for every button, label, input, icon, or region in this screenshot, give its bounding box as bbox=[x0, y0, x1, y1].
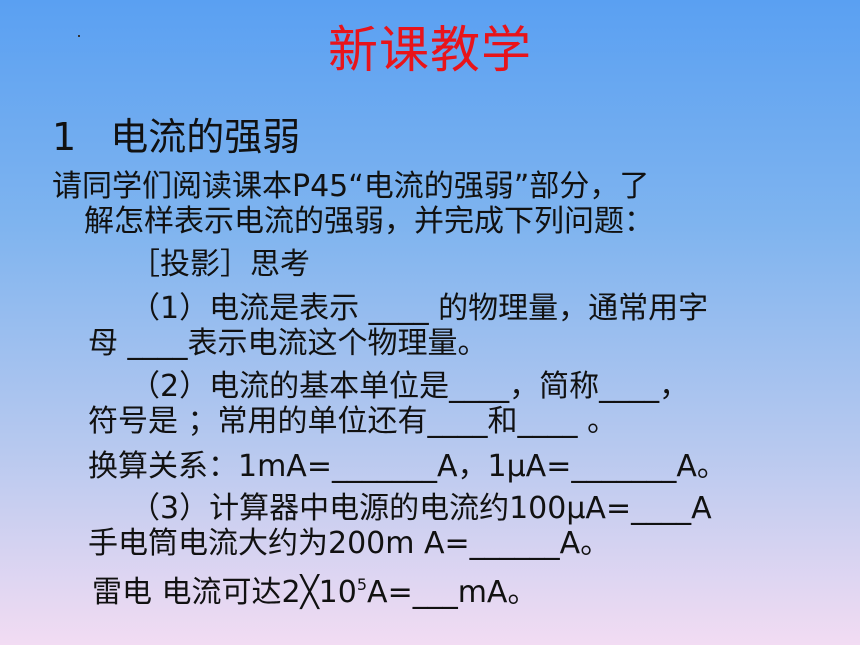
section-heading: 1 电流的强弱 bbox=[52, 112, 300, 162]
question-1-line-2: 母 ____表示电流这个物理量。 bbox=[88, 326, 488, 361]
question-2-line-2: 符号是 ；常用的单位还有____和____ 。 bbox=[88, 404, 618, 439]
question-3-line-1: （3）计算器中电源的电流约100μA=____A bbox=[130, 491, 712, 526]
section-number: 1 bbox=[52, 115, 77, 159]
slide-title: 新课教学 bbox=[328, 21, 532, 79]
intro-line-2: 解怎样表示电流的强弱，并完成下列问题： bbox=[84, 204, 654, 239]
section-title: 电流的强弱 bbox=[110, 115, 301, 159]
lightning-prefix: 雷电 电流可达2╳10 bbox=[92, 575, 357, 610]
lightning-line: 雷电 电流可达2╳105A=___mA。 bbox=[92, 566, 537, 612]
intro-line-1: 请同学们阅读课本P45“电流的强弱”部分，了 bbox=[52, 169, 650, 204]
question-1-line-1: （1）电流是表示 ____ 的物理量，通常用字 bbox=[130, 291, 709, 326]
lightning-suffix: A=___mA。 bbox=[367, 575, 538, 610]
projection-label: ［投影］思考 bbox=[130, 247, 310, 282]
slide-marker-dot bbox=[78, 35, 80, 37]
question-3-line-2: 手电筒电流大约为200m A=______A。 bbox=[88, 526, 611, 561]
question-2-line-1: （2）电流的基本单位是____，简称____， bbox=[130, 369, 690, 404]
lightning-exponent: 5 bbox=[356, 575, 368, 594]
conversion-line: 换算关系：1mA=_______A，1μA=_______A。 bbox=[88, 449, 727, 484]
